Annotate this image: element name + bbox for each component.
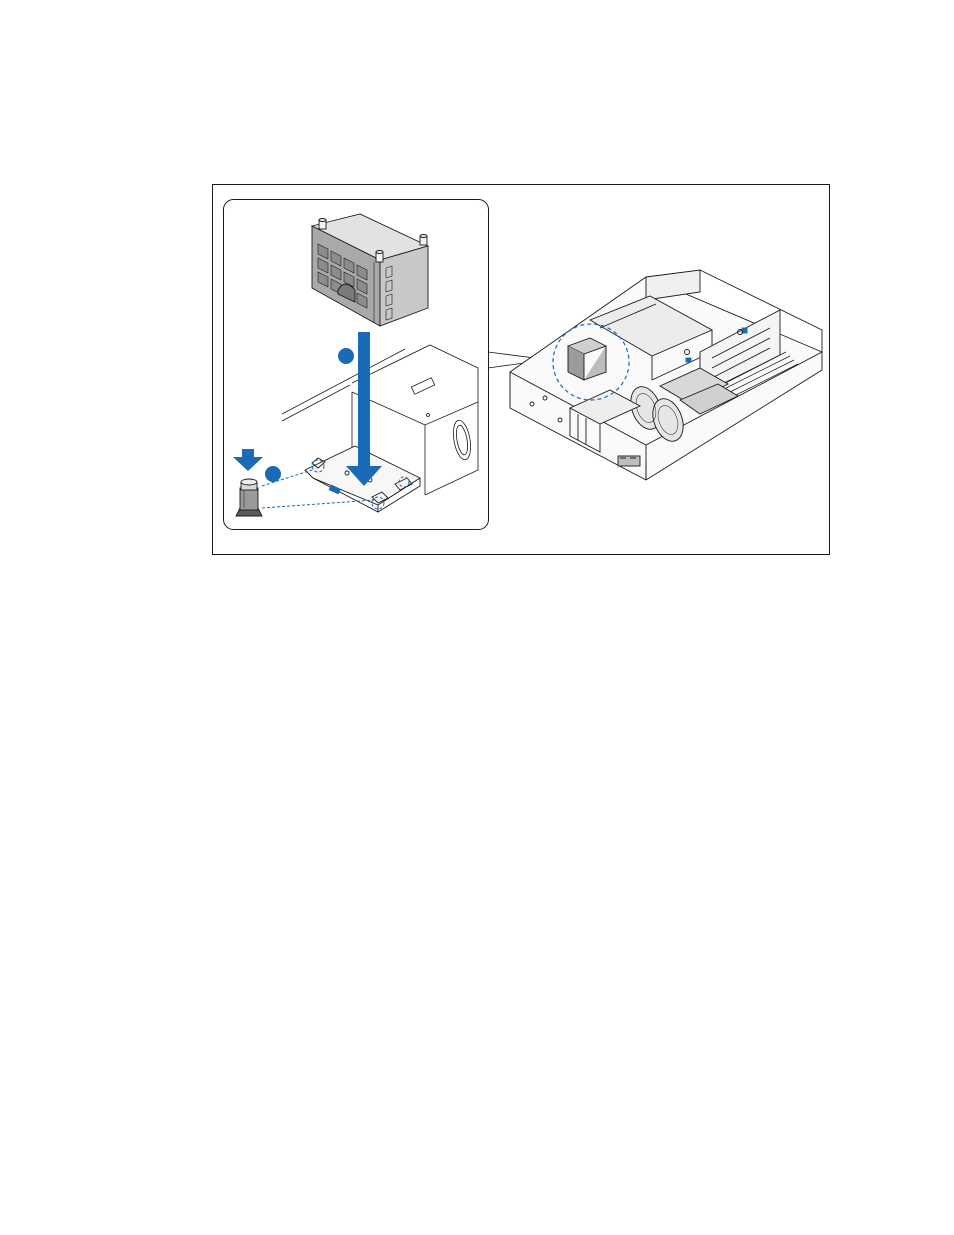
detail-inset xyxy=(224,200,489,530)
step-marker-1 xyxy=(338,348,354,364)
step-marker-2 xyxy=(265,466,281,482)
